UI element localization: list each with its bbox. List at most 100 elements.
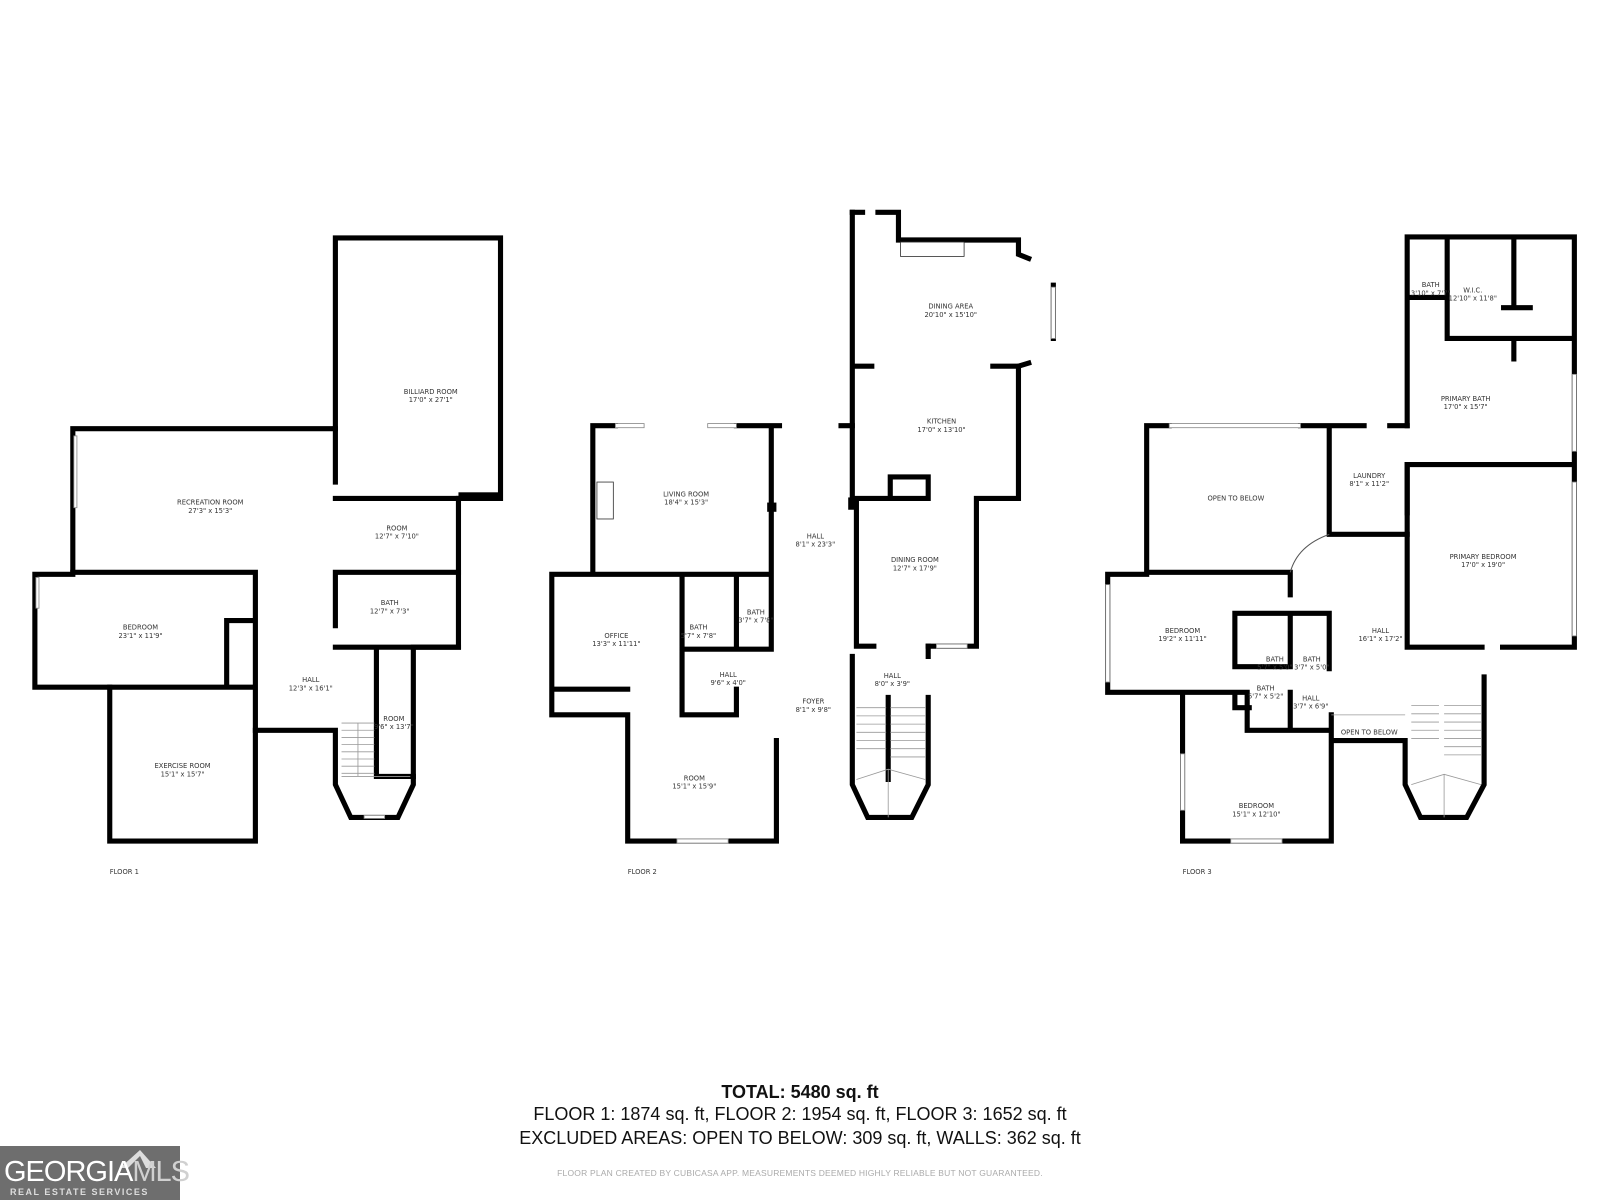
room-dimensions: 27'3" x 15'3": [188, 507, 232, 515]
window: [73, 435, 78, 509]
room-name: HALL: [1372, 627, 1389, 635]
room-name: FOYER: [802, 698, 824, 706]
room-dimensions: 18'4" x 15'3": [664, 499, 708, 507]
window: [1571, 481, 1577, 637]
room-name: HALL: [807, 532, 824, 540]
room-dimensions: 15'1" x 15'9": [672, 783, 716, 791]
room-name: DINING ROOM: [891, 556, 939, 564]
room-name: OFFICE: [604, 632, 628, 640]
room-name: ROOM: [383, 715, 404, 723]
room-dimensions: 15'1" x 15'7": [161, 770, 205, 778]
room-name: BEDROOM: [1239, 802, 1274, 810]
floor-areas: FLOOR 1: 1874 sq. ft, FLOOR 2: 1954 sq. …: [533, 1104, 1067, 1124]
room-dimensions: 8'1" x 11'2": [1349, 480, 1389, 488]
room-dimensions: 3'7" x 6'9": [1293, 703, 1328, 711]
room-dimensions: 8'0" x 3'9": [875, 680, 910, 688]
room-dimensions: 17'0" x 27'1": [409, 396, 453, 404]
wall: [849, 209, 1022, 659]
room-name: BATH: [1422, 281, 1440, 289]
room-name: W.I.C.: [1463, 286, 1482, 294]
floor-1-plan: FLOOR 1: [32, 235, 504, 876]
stairs: [1331, 705, 1482, 818]
room-name: BILLIARD ROOM: [404, 388, 458, 396]
room-dimensions: 13'3" x 11'11": [592, 640, 640, 648]
fireplace: [900, 241, 965, 257]
room-dimensions: 8'1" x 23'3": [796, 541, 836, 549]
room-dimensions: 3'10" x 7'7": [1411, 289, 1451, 297]
stairs: [856, 707, 926, 818]
room-dimensions: 17'0" x 19'0": [1461, 561, 1505, 569]
room-name: OPEN TO BELOW: [1341, 728, 1398, 736]
room-dimensions: 5'7" x 5'2": [1248, 692, 1283, 700]
window: [707, 423, 737, 429]
window: [1168, 423, 1301, 429]
logo-brand-accent: MLS: [132, 1156, 190, 1188]
total-area: TOTAL: 5480 sq. ft: [721, 1082, 879, 1102]
room-dimensions: 15'1" x 12'10": [1232, 810, 1280, 818]
window: [1571, 373, 1577, 452]
wall: [849, 653, 931, 820]
room-name: BATH: [1257, 684, 1275, 692]
room-name: EXERCISE ROOM: [155, 762, 211, 770]
roof-icon: [120, 1150, 156, 1168]
georgia-mls-logo: GEORGIAMLS REAL ESTATE SERVICES: [0, 1146, 190, 1200]
window: [1050, 286, 1056, 339]
room-dimensions: 12'3" x 16'1": [289, 684, 333, 692]
floor-2-plan: FLOOR 2: [549, 209, 1056, 876]
room-dimensions: 17'0" x 13'10": [917, 426, 965, 434]
room-name: LAUNDRY: [1353, 472, 1386, 480]
window: [35, 577, 40, 609]
window: [935, 643, 968, 649]
room-name: ROOM: [684, 775, 705, 783]
room-name: BATH: [689, 624, 707, 632]
room-name: BATH: [1303, 656, 1321, 664]
room-dimensions: 12'7" x 7'3": [370, 607, 410, 615]
room-name: BATH: [381, 599, 399, 607]
room-name: HALL: [720, 671, 737, 679]
room-name: HALL: [302, 676, 319, 684]
room-dimensions: 12'7" x 17'9": [893, 564, 937, 572]
disclaimer: FLOOR PLAN CREATED BY CUBICASA APP. MEAS…: [557, 1168, 1043, 1178]
room-name: BEDROOM: [1165, 627, 1200, 635]
excluded-areas: EXCLUDED AREAS: OPEN TO BELOW: 309 sq. f…: [519, 1128, 1081, 1148]
room-dimensions: 23'1" x 11'9": [119, 632, 163, 640]
room-dimensions: 3'7" x 5'0": [1294, 664, 1329, 672]
wall: [849, 209, 1056, 649]
window: [1105, 584, 1111, 683]
room-dimensions: 5'7" x 7'8": [681, 632, 716, 640]
curved-wall: [1289, 533, 1330, 573]
floor-label: FLOOR 2: [628, 868, 657, 876]
floor-label: FLOOR 1: [110, 868, 139, 876]
fireplace: [596, 481, 614, 520]
room-dimensions: 17'0" x 15'7": [1444, 403, 1488, 411]
room-dimensions: 20'10" x 15'10": [924, 311, 977, 319]
room-name: PRIMARY BEDROOM: [1450, 553, 1517, 561]
room-name: BEDROOM: [123, 624, 158, 632]
room-dimensions: 8'1" x 9'8": [796, 706, 831, 714]
stairs: [341, 722, 411, 777]
wall: [549, 423, 855, 844]
wall: [32, 235, 504, 844]
room-name: RECREATION ROOM: [177, 499, 244, 507]
window: [676, 838, 729, 844]
room-dimensions: 16'1" x 17'2": [1359, 635, 1403, 643]
column: [767, 502, 777, 512]
room-dimensions: 9'6" x 13'7": [374, 723, 414, 731]
room-dimensions: 3'7" x 7'8": [738, 617, 773, 625]
room-dimensions: 5'7" x 5'0": [1257, 664, 1292, 672]
room-name: HALL: [884, 672, 901, 680]
room-dimensions: 12'10" x 11'8": [1449, 295, 1497, 303]
window: [614, 423, 645, 429]
room-name: DINING AREA: [928, 303, 973, 311]
room-name: BATH: [1266, 656, 1284, 664]
floor-label: FLOOR 3: [1183, 868, 1212, 876]
room-name: LIVING ROOM: [663, 490, 709, 498]
room-name: ROOM: [386, 524, 407, 532]
room-name: BATH: [747, 608, 765, 616]
room-name: OPEN TO BELOW: [1207, 495, 1264, 503]
logo-brand-main: GEORGIA: [4, 1156, 133, 1188]
room-dimensions: 19'2" x 11'11": [1158, 635, 1206, 643]
wall: [458, 492, 501, 501]
window: [363, 814, 386, 819]
